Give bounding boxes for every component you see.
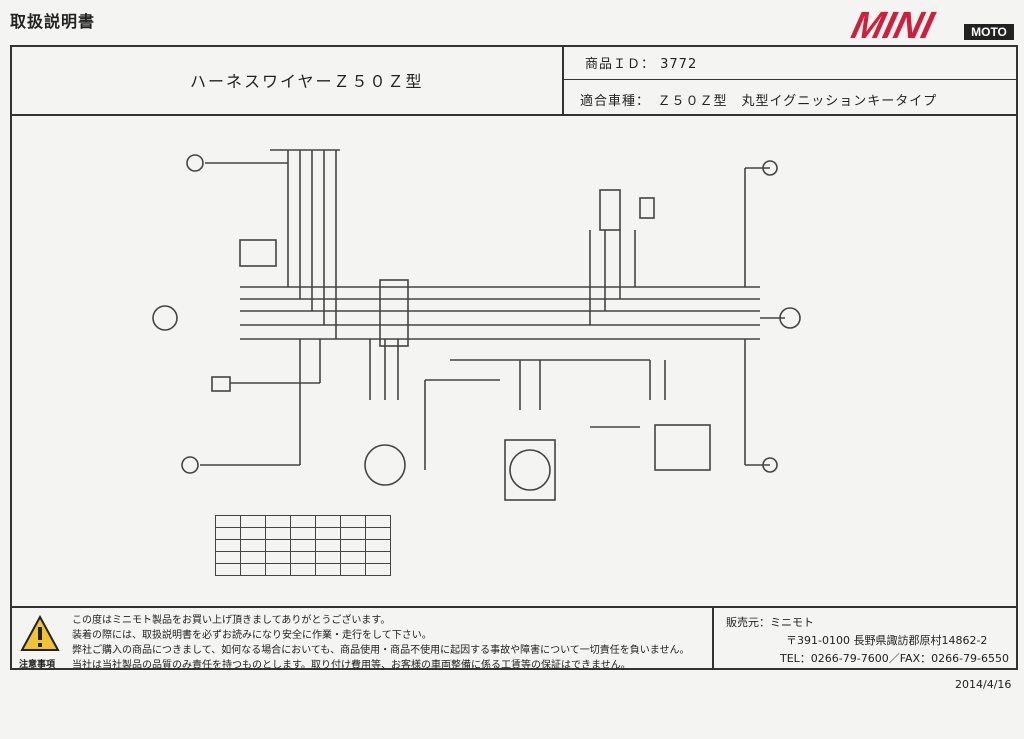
table-cell <box>265 539 291 552</box>
table-cell <box>340 539 366 552</box>
table-cell <box>315 527 341 540</box>
footer-divider <box>10 606 1018 608</box>
table-cell <box>265 551 291 564</box>
header-divider <box>10 114 1018 116</box>
table-cell <box>315 563 341 576</box>
table-cell <box>340 527 366 540</box>
header-vertical-divider <box>562 45 564 115</box>
table-cell <box>365 539 391 552</box>
harness-bundle <box>240 286 760 340</box>
notice-line: この度はミニモト製品をお買い上げ頂きましてありがとうございます。 <box>72 615 391 626</box>
combination-switch-symbol <box>364 444 406 486</box>
horn-switch-feed-wires <box>205 149 340 339</box>
battery-symbol <box>654 424 711 471</box>
lower-branch-wires <box>200 339 666 470</box>
table-cell <box>315 515 341 528</box>
table-cell <box>240 515 266 528</box>
svg-text:MOTO: MOTO <box>971 25 1007 39</box>
document-date: 2014/4/16 <box>955 678 1012 691</box>
seller-phone: TEL：0266-79-7600／FAX：0266-79-6550 <box>780 652 1010 665</box>
logo-wordmark: MINI <box>847 5 939 44</box>
table-cell <box>215 551 241 564</box>
table-cell <box>240 527 266 540</box>
svg-text:MINI: MINI <box>847 5 939 44</box>
table-cell <box>365 551 391 564</box>
table-cell <box>215 563 241 576</box>
product-name: ハーネスワイヤーＺ５０Ｚ型 <box>190 72 424 91</box>
warning-label: 注意事項 <box>19 660 56 670</box>
table-cell <box>215 527 241 540</box>
table-cell <box>265 563 291 576</box>
table-cell <box>265 515 291 528</box>
table-cell <box>240 551 266 564</box>
header-info-divider <box>562 79 1018 80</box>
notice-line: 装着の際には、取扱説明書を必ずお読みになり安全に作業・走行をして下さい。 <box>72 630 432 641</box>
table-cell <box>365 527 391 540</box>
table-cell <box>365 515 391 528</box>
lamp-symbols <box>152 154 801 474</box>
combination-table-caption <box>216 504 391 516</box>
footer-vertical-divider <box>712 606 714 670</box>
table-cell <box>215 539 241 552</box>
connector-block <box>379 189 655 347</box>
table-cell <box>315 539 341 552</box>
product-id: 商品ＩＤ： 3772 <box>585 57 698 72</box>
compatible-model: 適合車種： Ｚ５０Ｚ型 丸型イグニッションキータイプ <box>580 94 938 109</box>
table-cell <box>315 551 341 564</box>
generator-symbol <box>504 439 556 501</box>
table-cell <box>365 563 391 576</box>
table-cell <box>265 527 291 540</box>
seller-address: 〒391-0100 長野県諏訪郡原村14862-2 <box>786 634 988 647</box>
document-frame <box>10 45 1018 670</box>
table-cell <box>340 551 366 564</box>
table-cell <box>240 563 266 576</box>
notice-line: 弊社ご購入の商品につきまして、如何なる場合においても、商品使用・商品不使用に起因… <box>72 645 690 656</box>
table-cell <box>340 563 366 576</box>
warning-icon <box>20 615 60 651</box>
speedometer-symbol <box>239 239 277 267</box>
table-cell <box>290 551 316 564</box>
table-cell <box>290 539 316 552</box>
switch-combination-table <box>215 504 391 576</box>
table-cell <box>290 527 316 540</box>
table-cell <box>240 539 266 552</box>
notice-line: 当社は当社製品の品質のみ責任を持つものとします。取り付け費用等、お客様の車両整備… <box>72 660 631 671</box>
rear-branch-wires <box>589 167 785 466</box>
table-cell <box>290 563 316 576</box>
table-cell <box>290 515 316 528</box>
document-title: 取扱説明書 <box>10 12 96 31</box>
seller: 販売元：ミニモト <box>726 616 814 629</box>
table-cell <box>340 515 366 528</box>
horn-symbol <box>211 376 231 392</box>
brand-logo: MINI MOTO <box>847 5 1014 44</box>
table-cell <box>215 515 241 528</box>
